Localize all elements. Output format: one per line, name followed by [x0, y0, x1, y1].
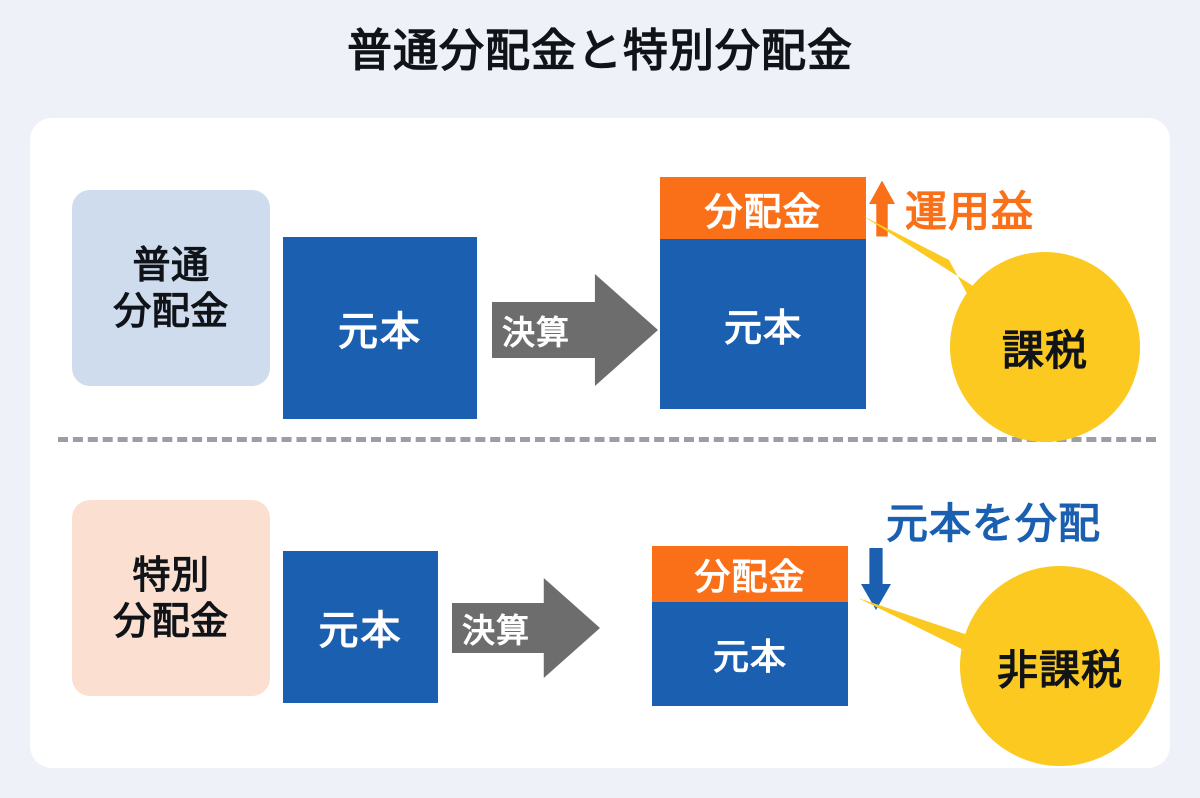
return-caption: 元本を分配: [886, 490, 1101, 551]
row-special-distribution: 特別 分配金 元本 決算 分配金 元本 元本を分配 非課税: [0, 468, 1200, 768]
principal-segment: 元本: [660, 239, 866, 409]
arrow-down-icon-wrap: [861, 548, 891, 610]
category-chip-ordinary: 普通 分配金: [72, 190, 270, 386]
distribution-segment: 分配金: [660, 177, 866, 239]
arrow-down-icon: [861, 548, 891, 610]
category-chip-special: 特別 分配金: [72, 500, 270, 696]
balloon-taxfree: 非課税: [960, 566, 1160, 766]
settlement-arrow-label: 決算: [502, 313, 570, 352]
principal-box-before: 元本: [283, 237, 477, 419]
result-stack-ordinary: 分配金 元本: [660, 177, 866, 409]
return-caption-text: 元本を分配: [886, 499, 1102, 548]
principal-segment: 元本: [652, 602, 848, 706]
settlement-arrow-label: 決算: [462, 611, 530, 650]
chip-line-1: 普通: [132, 242, 210, 287]
row-ordinary-distribution: 普通 分配金 元本 決算 分配金 元本 運用益 課税: [0, 150, 1200, 442]
gain-caption-text: 運用益: [905, 187, 1035, 236]
chip-line-2: 分配金: [113, 599, 229, 643]
result-stack-special: 分配金 元本: [652, 546, 848, 706]
settlement-arrow-icon: 決算: [492, 274, 658, 386]
page-title: 普通分配金と特別分配金: [346, 24, 853, 77]
row-divider: [58, 437, 1156, 442]
settlement-arrow-icon: 決算: [452, 578, 600, 678]
chip-line-2: 分配金: [113, 289, 229, 333]
principal-box-before: 元本: [283, 551, 438, 703]
chip-line-1: 特別: [132, 552, 210, 597]
gain-caption: 運用益: [869, 178, 1034, 239]
distribution-segment: 分配金: [652, 546, 848, 602]
balloon-taxable: 課税: [950, 252, 1140, 442]
arrow-up-icon: [869, 180, 895, 237]
